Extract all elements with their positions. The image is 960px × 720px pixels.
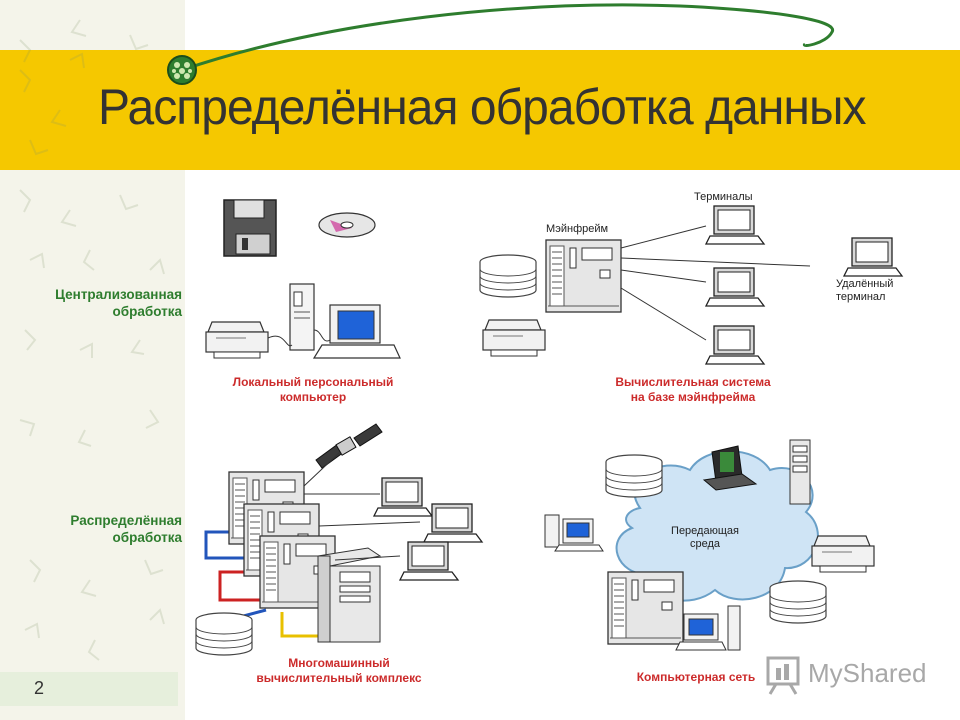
terminal-icon [705, 267, 765, 307]
distributed-label-line: обработка [112, 530, 182, 545]
terminal-icon [705, 325, 765, 365]
network-disks-icon [769, 580, 827, 624]
network-printer-icon [811, 535, 875, 573]
title-band [0, 50, 960, 170]
transmission-cloud [615, 450, 819, 602]
mainframe-links [620, 225, 811, 341]
mainframe-disks-icon [479, 254, 537, 298]
network-pc-icon [544, 514, 604, 552]
cd-disc-icon [318, 212, 376, 238]
remote-terminal-label-line: терминал [836, 291, 886, 303]
multi-machine-caption-line: Многомашинный [288, 656, 390, 670]
pc-tower-icon [289, 283, 315, 351]
watermark-logo: MyShared [766, 656, 936, 692]
centralized-label-line: Централизованная [55, 287, 182, 302]
decor-dot-icon [167, 55, 197, 85]
yellow-cable [280, 612, 318, 638]
complex-links [303, 451, 421, 561]
transmission-medium-label: Передающая среда [660, 525, 750, 551]
slide-title: Распределённая обработка данных [98, 79, 867, 135]
pc-monitor-icon [312, 304, 401, 359]
red-cable [218, 570, 280, 602]
blue-cable [204, 530, 262, 560]
transmission-medium-label-line: среда [689, 538, 721, 550]
complex-disks-icon [195, 612, 253, 656]
complex-laptop-icon [399, 541, 459, 581]
left-pattern [19, 19, 165, 661]
pc-printer-icon [205, 321, 269, 359]
mainframe-icon [545, 239, 622, 313]
multi-machine-caption-line: вычислительный комплекс [256, 671, 422, 685]
page-number: 2 [34, 678, 45, 698]
transmission-medium-label-line: Передающая [671, 525, 739, 537]
mainframe-system-caption-line: на базе мэйнфрейма [630, 390, 756, 404]
terminal-icon [705, 205, 765, 245]
complex-laptop-icon [423, 503, 483, 543]
computer-network-caption: Компьютерная сеть [636, 670, 756, 684]
local-pc-caption-line: компьютер [279, 390, 347, 404]
page-number-box: 2 [0, 672, 178, 706]
floppy-disk-icon [223, 199, 277, 257]
mainframe-printer-icon [482, 319, 546, 357]
network-notebook-icon [702, 445, 758, 491]
distributed-label: Распределённая обработка [20, 512, 182, 546]
complex-laptop-icon [373, 477, 433, 517]
mainframe-label: Мэйнфрейм [546, 223, 609, 235]
remote-terminal-icon [843, 237, 903, 277]
centralized-label: Централизованная обработка [20, 286, 182, 320]
network-pc-icon [675, 605, 741, 651]
mainframe-system-caption: Вычислительная система на базе мэйнфрейм… [588, 375, 798, 405]
local-pc-caption: Локальный персональный компьютер [200, 375, 426, 405]
satellite-icon [315, 423, 383, 469]
remote-terminal-label: Удалённый терминал [836, 278, 893, 304]
distributed-label-line: Распределённая [70, 513, 182, 528]
presentation-board-icon [766, 656, 800, 695]
decor-swoosh [181, 3, 835, 72]
network-server-icon [789, 439, 811, 505]
local-pc-caption-line: Локальный персональный [232, 375, 394, 389]
terminals-label: Терминалы [694, 191, 753, 203]
watermark-text: MyShared [808, 658, 927, 688]
title-pattern [19, 52, 85, 156]
mainframe-system-caption-line: Вычислительная система [615, 375, 771, 389]
centralized-label-line: обработка [112, 304, 182, 319]
remote-terminal-label-line: Удалённый [836, 278, 894, 290]
server-tower-icon [316, 547, 382, 643]
network-disks-icon [605, 454, 663, 498]
network-mainframe-icon [607, 571, 684, 645]
multi-machine-caption: Многомашинный вычислительный комплекс [232, 656, 446, 686]
